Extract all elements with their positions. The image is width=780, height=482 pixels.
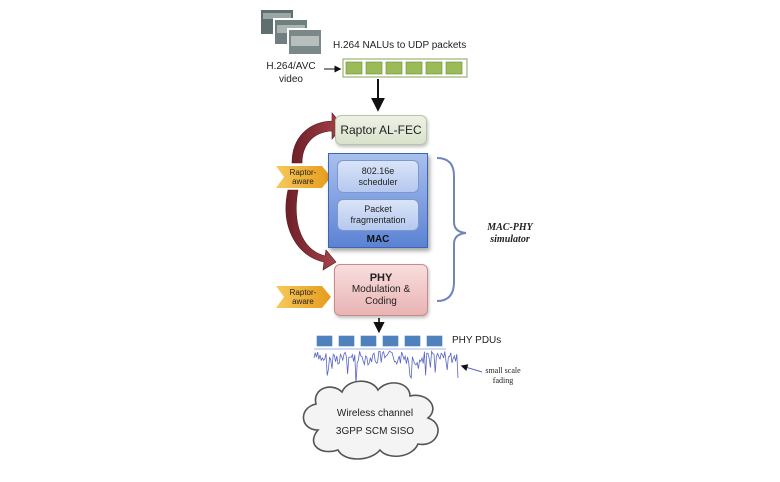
video-label: H.264/AVC video bbox=[258, 60, 324, 86]
fading-pointer-arrow bbox=[460, 364, 483, 373]
fading-label: small scale fading bbox=[478, 366, 528, 386]
phy-title: PHY bbox=[369, 272, 393, 284]
udp-packet bbox=[345, 61, 363, 75]
video-label-line1: H.264/AVC bbox=[266, 61, 316, 72]
raptor-aware-tag-phy: Raptor- aware bbox=[280, 288, 326, 306]
raptor-aware-tag-line2: aware bbox=[292, 177, 314, 186]
video-frames-icon bbox=[259, 8, 323, 56]
feedback-arrow-bottom bbox=[285, 189, 337, 271]
udp-packet bbox=[425, 61, 443, 75]
fragmentation-line1: Packet bbox=[364, 204, 392, 214]
fragmentation-line2: fragmentation bbox=[350, 215, 406, 225]
fading-waveform bbox=[313, 350, 459, 385]
scheduler-block: 802.16e scheduler bbox=[337, 160, 419, 193]
raptor-fec-block: Raptor AL-FEC bbox=[335, 115, 427, 145]
simulator-brace bbox=[436, 157, 467, 302]
udp-packet-strip bbox=[342, 58, 468, 78]
phy-pdu-strip bbox=[314, 334, 446, 350]
udp-packet bbox=[405, 61, 423, 75]
pdu-packet bbox=[425, 334, 444, 348]
video-label-line2: video bbox=[279, 74, 303, 85]
scheduler-line2: scheduler bbox=[358, 176, 398, 187]
phy-pdus-caption: PHY PDUs bbox=[452, 335, 502, 346]
wireless-channel-cloud bbox=[302, 380, 439, 460]
raptor-aware-tag-line1: Raptor- bbox=[289, 288, 317, 297]
fading-label-line2: fading bbox=[492, 376, 514, 385]
fading-label-line1: small scale bbox=[485, 366, 521, 375]
pdu-packet bbox=[359, 334, 378, 348]
raptor-aware-tag-mac: Raptor- aware bbox=[280, 168, 326, 186]
raptor-aware-tag-shape bbox=[276, 166, 331, 188]
simulator-label-line1: MAC-PHY bbox=[487, 222, 533, 233]
nalu-caption: H.264 NALUs to UDP packets bbox=[333, 40, 467, 51]
channel-line1: Wireless channel bbox=[336, 408, 414, 419]
pdu-packet bbox=[403, 334, 422, 348]
channel-line2: 3GPP SCM SISO bbox=[335, 426, 415, 437]
mac-label: MAC bbox=[366, 234, 390, 245]
pdu-packet bbox=[381, 334, 400, 348]
fragmentation-block: Packet fragmentation bbox=[337, 199, 419, 231]
simulator-label-line2: simulator bbox=[490, 234, 530, 245]
udp-packet bbox=[385, 61, 403, 75]
udp-packet bbox=[365, 61, 383, 75]
raptor-aware-tag-shape bbox=[276, 286, 331, 308]
udp-packet bbox=[445, 61, 463, 75]
pdu-packet bbox=[337, 334, 356, 348]
phy-block: PHY Modulation & Coding bbox=[334, 264, 428, 316]
scheduler-line1: 802.16e bbox=[361, 165, 395, 176]
phy-line2: Coding bbox=[365, 296, 397, 307]
raptor-aware-tag-line2: aware bbox=[292, 297, 314, 306]
phy-line1: Modulation & bbox=[351, 284, 411, 295]
pdu-packet bbox=[315, 334, 334, 348]
raptor-aware-tag-line1: Raptor- bbox=[289, 168, 317, 177]
simulator-label: MAC-PHY simulator bbox=[470, 222, 550, 246]
